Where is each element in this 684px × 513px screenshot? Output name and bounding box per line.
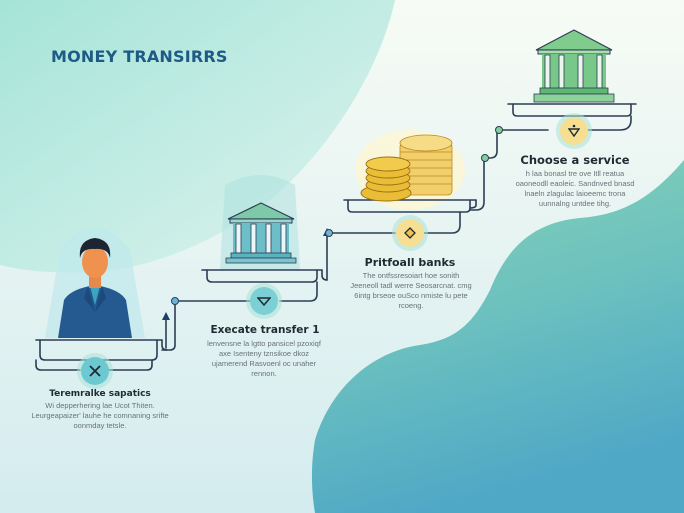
step-2-badge	[250, 287, 278, 315]
step-1-badge	[81, 357, 109, 385]
step-3-badge	[396, 219, 424, 247]
page-title: MONEY TRANSIRRS	[51, 47, 228, 66]
step-3-description: The ontfssresoiart hoe sonith Jeeneoll t…	[350, 271, 472, 310]
cross-tools-icon	[89, 365, 101, 377]
filter-service-icon	[568, 124, 580, 138]
step-2-title: Execate transfer 1	[210, 324, 320, 336]
step-4-title: Choose a service	[520, 153, 630, 167]
step-4-badge	[560, 117, 588, 145]
step-1-description: Wi depperhering lae Ucot Thiten. Leurgea…	[31, 401, 169, 430]
step-4-description: h laa bonasl tre ove Itll reatua oaoneod…	[515, 169, 635, 208]
top-left-blob	[0, 0, 395, 273]
diamond-exchange-icon	[404, 227, 416, 239]
bank-illustration-teal	[225, 202, 297, 264]
step-2-description: lenvensne la lgtto pansicel pzoxiqf axe …	[207, 339, 321, 378]
step-1-title: Teremralke sapatics	[49, 389, 151, 399]
bank-illustration-green	[533, 29, 615, 103]
step-3-title: Pritfoall banks	[364, 256, 456, 269]
person-illustration	[58, 238, 132, 338]
funnel-icon	[257, 297, 271, 306]
coin-stacks-illustration	[360, 134, 453, 202]
bottom-right-blob	[311, 160, 684, 513]
